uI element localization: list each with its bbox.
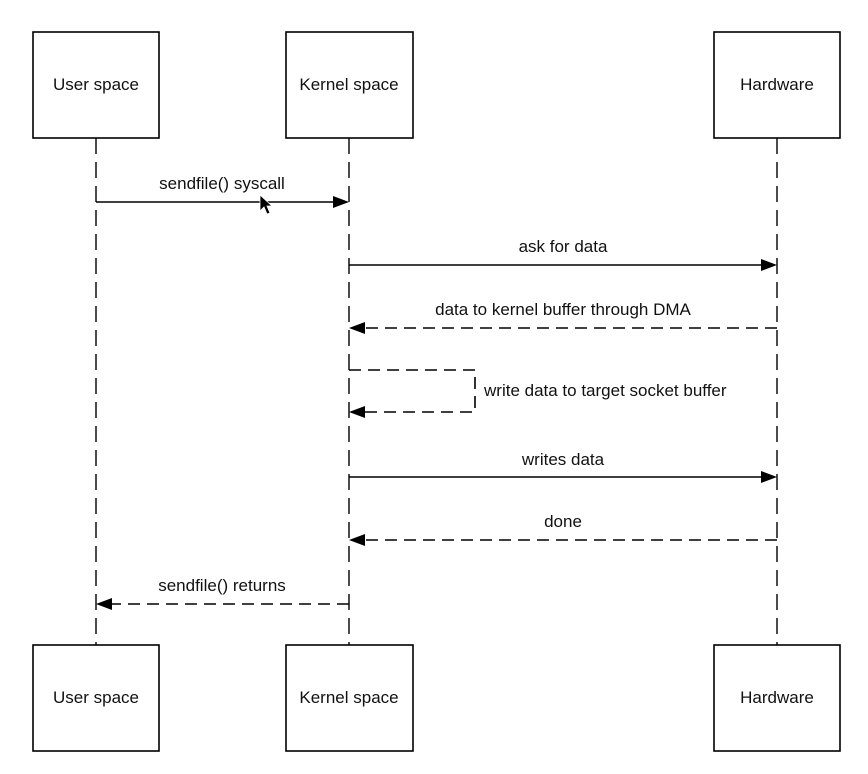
message-writes-data: writes data: [349, 450, 777, 483]
message-write-socket-buffer-line: [349, 369, 476, 413]
message-sendfile-returns: sendfile() returns: [96, 576, 349, 610]
arrowhead-left: [96, 598, 112, 610]
arrowhead-left: [349, 534, 365, 546]
arrowhead-left: [349, 406, 365, 418]
participant-hardware-bottom: Hardware: [713, 644, 841, 752]
participant-user-bottom: User space: [32, 644, 160, 752]
participant-hardware-top-label: Hardware: [740, 75, 814, 94]
participant-user-top-label: User space: [53, 75, 139, 94]
participant-kernel-top: Kernel space: [285, 31, 414, 139]
message-done-label: done: [544, 512, 582, 531]
arrowhead-left: [349, 322, 365, 334]
message-done: done: [349, 512, 777, 546]
message-ask-for-data: ask for data: [349, 237, 777, 271]
participant-user-top: User space: [32, 31, 160, 139]
arrowhead-right: [761, 259, 777, 271]
participant-kernel-top-label: Kernel space: [299, 75, 398, 94]
participant-hardware-bottom-label: Hardware: [740, 688, 814, 707]
participant-hardware-top: Hardware: [713, 31, 841, 139]
message-sendfile-syscall: sendfile() syscall: [96, 174, 349, 208]
participant-user-bottom-label: User space: [53, 688, 139, 707]
arrowhead-right: [333, 196, 349, 208]
participant-kernel-bottom: Kernel space: [285, 644, 414, 752]
message-write-socket-buffer: write data to target socket buffer: [349, 369, 727, 418]
message-sendfile-returns-label: sendfile() returns: [158, 576, 286, 595]
message-writes-data-label: writes data: [521, 450, 605, 469]
message-write-socket-buffer-label: write data to target socket buffer: [483, 381, 727, 400]
participant-kernel-bottom-label: Kernel space: [299, 688, 398, 707]
message-dma-transfer: data to kernel buffer through DMA: [349, 300, 777, 334]
mouse-cursor-icon: [259, 194, 274, 215]
message-dma-transfer-label: data to kernel buffer through DMA: [435, 300, 691, 319]
arrowhead-right: [761, 471, 777, 483]
message-sendfile-syscall-label: sendfile() syscall: [159, 174, 285, 193]
message-ask-for-data-label: ask for data: [519, 237, 608, 256]
